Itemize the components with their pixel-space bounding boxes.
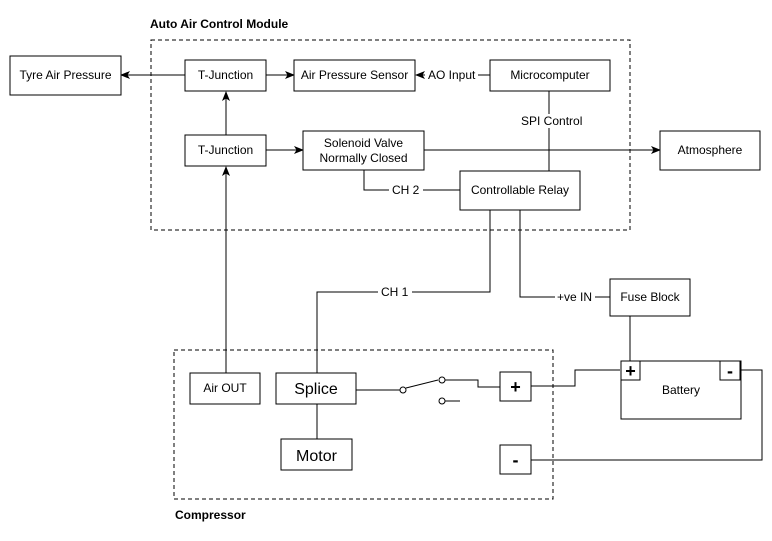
t-junction-bottom-label: T-Junction — [198, 143, 253, 157]
compressor-title: Compressor — [175, 508, 246, 522]
t-junction-top-label: T-Junction — [198, 68, 253, 82]
t-junction-top-box — [184, 59, 267, 92]
microcomputer-label: Microcomputer — [510, 68, 589, 82]
controllable-relay-label: Controllable Relay — [471, 183, 569, 197]
edge-label-spi-control: SPI Control — [521, 114, 582, 128]
plus-terminal-label: + — [510, 377, 521, 397]
atmosphere-box — [659, 130, 761, 171]
auto-air-control-module-group — [150, 39, 631, 231]
battery-minus-box — [719, 360, 741, 381]
edge-ch2 — [363, 169, 460, 191]
edge-label-ao-input: AO Input — [428, 68, 476, 82]
air-out-label: Air OUT — [203, 381, 247, 395]
solenoid-valve-box — [302, 130, 425, 171]
air-out-box — [189, 372, 261, 405]
battery-plus-label: + — [625, 361, 636, 381]
atmosphere-label: Atmosphere — [678, 143, 743, 157]
switch-contact-top — [438, 376, 446, 384]
module-title: Auto Air Control Module — [150, 17, 289, 31]
solenoid-valve-label-line1: Solenoid Valve — [324, 136, 403, 150]
solenoid-valve-label-line2: Normally Closed — [319, 151, 407, 165]
edge-label-ch2: CH 2 — [392, 183, 420, 197]
tyre-air-pressure-label: Tyre Air Pressure — [19, 68, 111, 82]
fuse-block-box — [609, 278, 691, 317]
motor-box — [280, 438, 353, 471]
minus-terminal-label: - — [513, 450, 519, 470]
edge-label-ch1: CH 1 — [381, 285, 409, 299]
splice-label: Splice — [294, 381, 338, 398]
edge-label-ve-in: +ve IN — [557, 290, 592, 304]
edge-ve-in — [519, 210, 610, 298]
battery-plus-box — [620, 360, 641, 381]
splice-box — [275, 372, 357, 405]
edge-minus-to-battery — [531, 369, 763, 461]
controllable-relay-box — [459, 170, 581, 211]
switch-lever — [405, 379, 439, 389]
battery-label: Battery — [662, 383, 700, 397]
microcomputer-box — [489, 59, 611, 92]
compressor-group — [173, 349, 554, 500]
t-junction-bottom-box — [184, 134, 267, 167]
plus-terminal-box — [499, 371, 532, 402]
edge-plus-to-battery — [531, 369, 620, 387]
switch-contact-left — [399, 386, 407, 394]
battery-minus-label: - — [727, 361, 733, 381]
switch-wire-right — [445, 379, 500, 388]
tyre-air-pressure-box — [9, 55, 122, 96]
motor-label: Motor — [296, 448, 338, 465]
minus-terminal-box — [499, 444, 532, 475]
switch-contact-bottom — [438, 397, 446, 405]
air-pressure-sensor-label: Air Pressure Sensor — [301, 68, 408, 82]
air-pressure-sensor-box — [293, 59, 416, 92]
fuse-block-label: Fuse Block — [620, 290, 680, 304]
